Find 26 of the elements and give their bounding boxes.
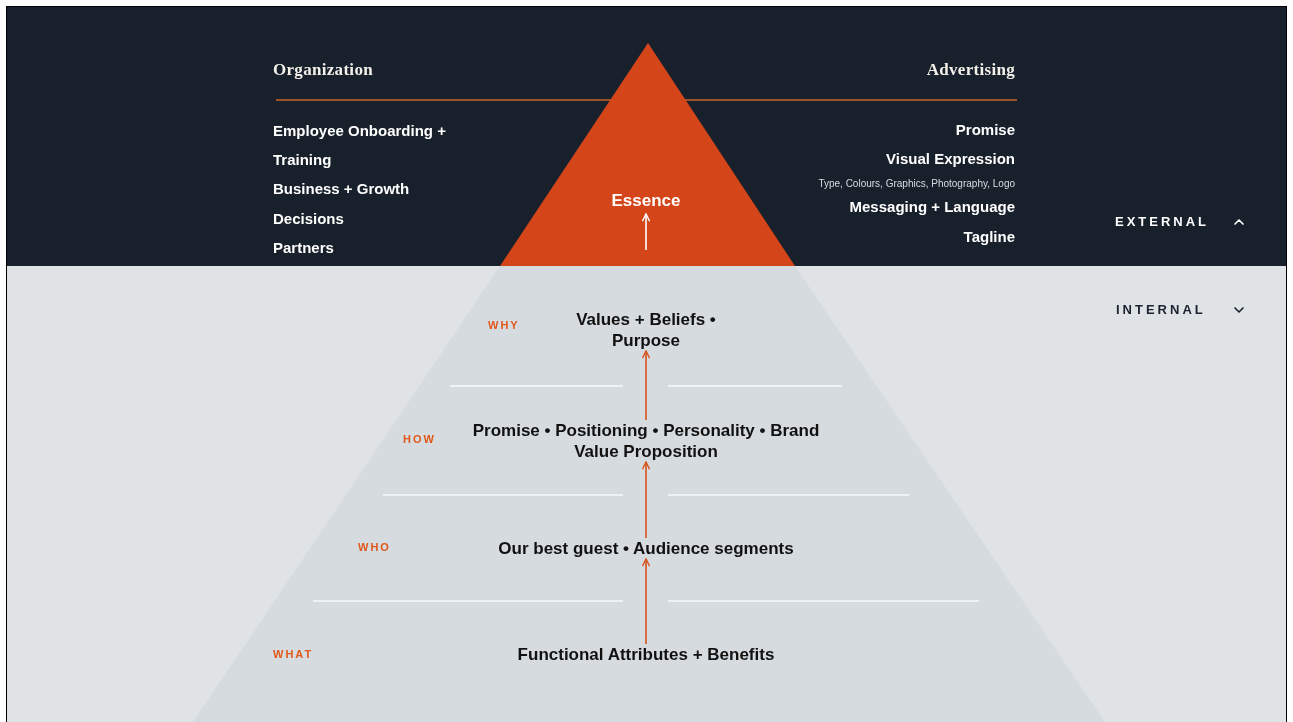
list-item: Messaging + Language [849, 197, 1015, 217]
tier-tag: WHO [358, 540, 391, 554]
list-item: Promise [955, 120, 1015, 140]
tier-label: Functional Attributes + Benefits [446, 644, 846, 665]
list-item: Tagline [963, 227, 1015, 247]
essence-label: Essence [586, 186, 706, 214]
section-label: EXTERNAL [1115, 213, 1210, 231]
tier-tag: HOW [403, 432, 436, 446]
arrow [641, 213, 651, 251]
list-item: Employee Onboarding + Training [273, 121, 447, 170]
arrow [641, 558, 651, 645]
tier-tag: WHY [488, 318, 520, 332]
arrow [641, 350, 651, 421]
list-note: Type, Colours, Graphics, Photography, Logo [818, 177, 1015, 191]
column-heading: Organization [273, 60, 373, 80]
section-label: INTERNAL [1116, 301, 1206, 319]
list-item: Partners [273, 238, 334, 258]
tier-label: Values + Beliefs • Purpose [556, 309, 736, 351]
tier-tag: WHAT [273, 647, 314, 661]
column-heading: Advertising [926, 60, 1015, 80]
arrow [641, 461, 651, 539]
list-item: Visual Expression [886, 149, 1015, 169]
tier-label: Our best guest • Audience segments [446, 538, 846, 559]
tier-label: Promise • Positioning • Personality • Brand Value Proposition [471, 420, 821, 462]
list-item: Business + Growth [273, 179, 410, 199]
list-item: Decisions [273, 209, 344, 229]
